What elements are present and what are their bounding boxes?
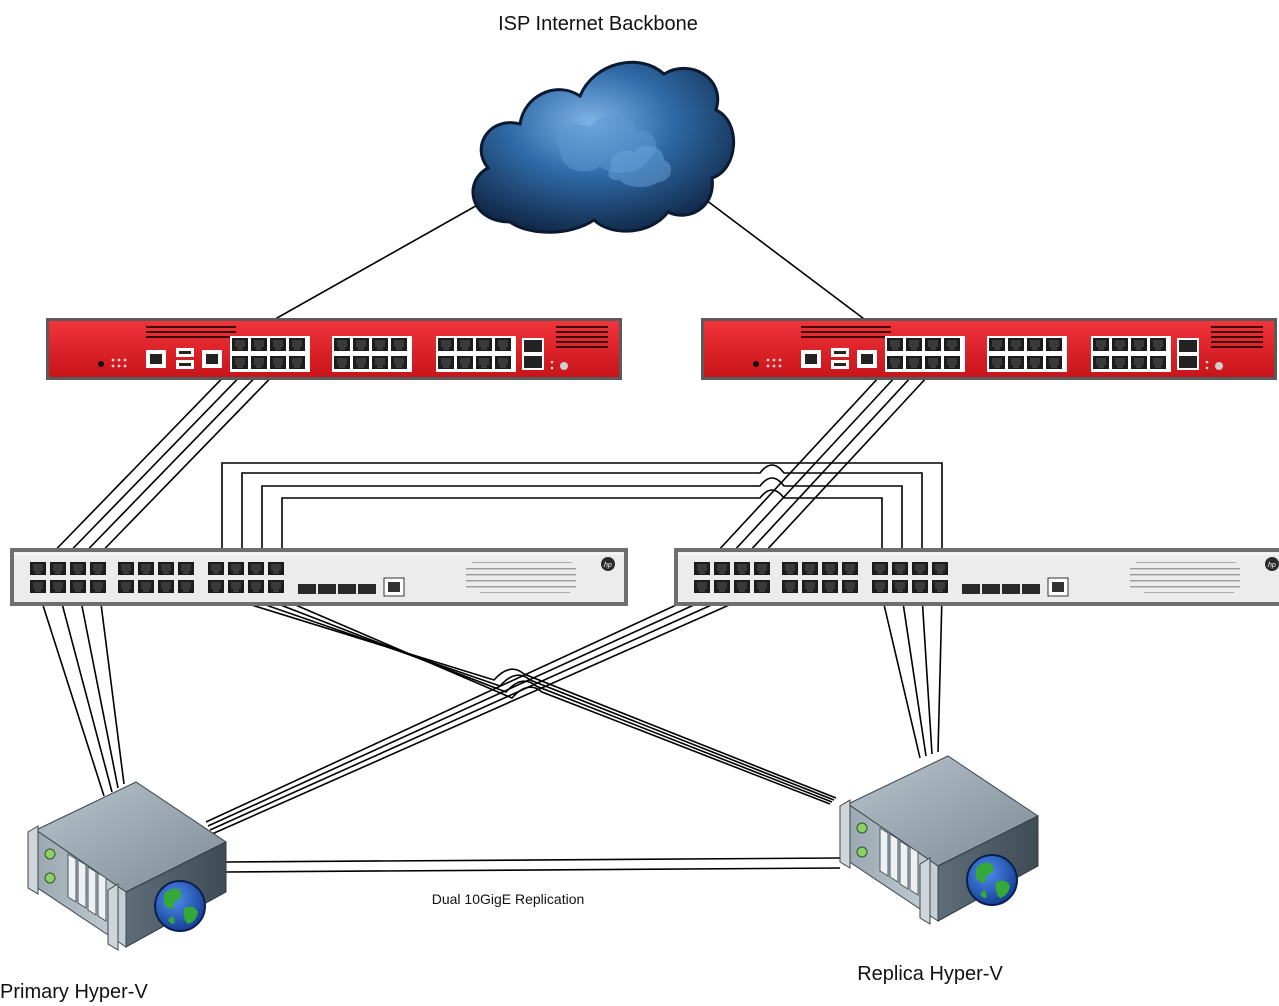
firewall-right	[701, 318, 1277, 380]
cable-right-switch-to-primary	[205, 593, 755, 835]
cable-left-firewall-to-left-switch	[39, 361, 287, 567]
firewall-left	[46, 318, 622, 380]
cable-cloud-to-right-firewall	[705, 199, 893, 341]
cable-right-switch-to-replica	[881, 595, 943, 759]
switch-right	[674, 548, 1279, 606]
cable-layer	[39, 193, 943, 873]
primary-server-label: Primary Hyper-V	[0, 981, 148, 1003]
cloud-label: ISP Internet Backbone	[498, 13, 698, 35]
cable-right-firewall-to-right-switch	[703, 361, 942, 567]
replica-server-label: Replica Hyper-V	[857, 963, 1003, 985]
server-primary	[27, 781, 227, 951]
cable-left-switch-to-replica	[215, 593, 837, 805]
cable-switch-to-switch	[221, 462, 943, 566]
isp-cloud-icon	[471, 60, 736, 234]
server-replica	[839, 755, 1039, 925]
cable-cloud-to-left-firewall	[237, 193, 498, 341]
cable-replication-link	[225, 857, 841, 873]
replication-link-label: Dual 10GigE Replication	[432, 891, 585, 907]
switch-left	[10, 548, 628, 606]
cable-left-switch-to-primary	[39, 595, 125, 797]
